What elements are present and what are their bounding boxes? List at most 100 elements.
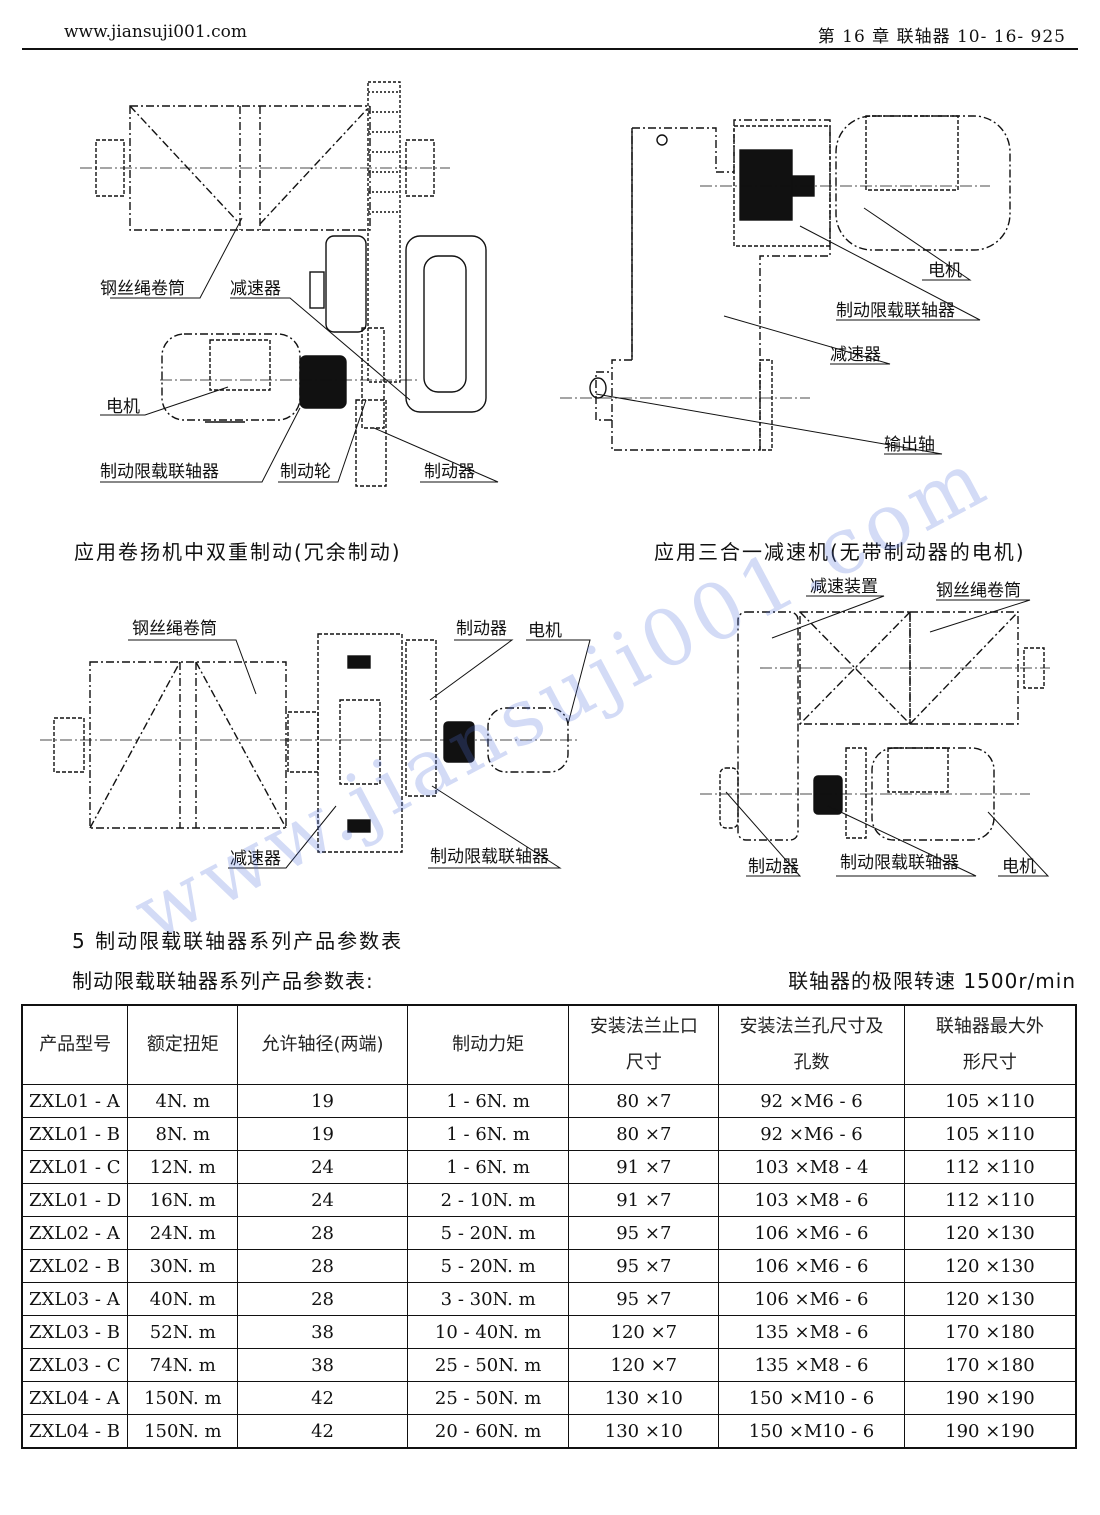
table-cell: 1 - 6N. m: [406, 1084, 570, 1118]
table-header-cell: 制动力矩: [406, 1004, 570, 1085]
table-cell: 80 ×7: [568, 1084, 720, 1118]
table-header-row: 产品型号额定扭矩允许轴径(两端)制动力矩安装法兰止口尺寸安装法兰孔尺寸及孔数联轴…: [21, 1004, 1077, 1085]
technical-drawings: 钢丝绳卷筒 减速器 电机 制动限载联轴器 制动轮 制动器 电机 制动限载联轴器 …: [40, 81, 1050, 877]
figure4-drawing: [700, 611, 1050, 841]
table-cell: 16N. m: [127, 1183, 239, 1217]
figure3-drawing: [40, 633, 580, 853]
fig4-label-motor: 电机: [1002, 857, 1036, 877]
table-cell: ZXL01 - C: [21, 1150, 129, 1184]
table-cell: 95 ×7: [568, 1216, 720, 1250]
table-header-text: 制动力矩: [452, 1034, 525, 1055]
fig2-label-motor: 电机: [928, 261, 962, 281]
table-cell: 103 ×M8 - 4: [718, 1150, 905, 1184]
table-header-cell: 安装法兰止口尺寸: [568, 1004, 720, 1085]
table-cell: 135 ×M8 - 6: [718, 1348, 905, 1382]
fig1-label-brake-wheel: 制动轮: [280, 462, 331, 482]
table-header-cell: 安装法兰孔尺寸及孔数: [718, 1004, 905, 1085]
table-cell: ZXL01 - B: [21, 1117, 129, 1151]
table-cell: 120 ×130: [903, 1249, 1077, 1283]
fig3-label-brake: 制动器: [456, 619, 507, 639]
table-cell: 91 ×7: [568, 1183, 720, 1217]
table-subtitle: 制动限载联轴器系列产品参数表:: [72, 969, 374, 993]
table-header-cell: 联轴器最大外形尺寸: [903, 1004, 1077, 1085]
table-header-text: 额定扭矩: [146, 1034, 219, 1055]
fig1-label-brake: 制动器: [424, 462, 475, 482]
table-cell: 38: [237, 1315, 408, 1349]
table-cell: 24N. m: [127, 1216, 239, 1250]
table-cell: ZXL02 - B: [21, 1249, 129, 1283]
table-cell: 130 ×10: [568, 1381, 720, 1415]
table-cell: 105 ×110: [903, 1084, 1077, 1118]
table-cell: 92 ×M6 - 6: [718, 1084, 905, 1118]
fig3-label-motor: 电机: [528, 621, 562, 641]
table-cell: 112 ×110: [903, 1150, 1077, 1184]
table-cell: 190 ×190: [903, 1381, 1077, 1415]
table-cell: 42: [237, 1414, 408, 1449]
fig4-label-coupling: 制动限载联轴器: [840, 853, 959, 873]
table-cell: 25 - 50N. m: [406, 1348, 570, 1382]
table-cell: 28: [237, 1249, 408, 1283]
table-cell: 28: [237, 1216, 408, 1250]
table-cell: 112 ×110: [903, 1183, 1077, 1217]
table-cell: 5 - 20N. m: [406, 1249, 570, 1283]
table-cell: 19: [237, 1117, 408, 1151]
table-cell: 150N. m: [127, 1414, 239, 1449]
fig4-label-reduction-device: 减速装置: [810, 577, 878, 597]
table-cell: ZXL03 - C: [21, 1348, 129, 1382]
table-cell: ZXL02 - A: [21, 1216, 129, 1250]
fig4-label-brake: 制动器: [748, 857, 799, 877]
table-header-text: 产品型号: [39, 1034, 112, 1055]
speed-limit-note: 联轴器的极限转速 1500r/min: [788, 969, 1076, 993]
table-cell: 91 ×7: [568, 1150, 720, 1184]
leader-lines: [100, 207, 1050, 877]
table-cell: 25 - 50N. m: [406, 1381, 570, 1415]
fig2-label-coupling: 制动限载联轴器: [836, 301, 955, 321]
table-cell: 95 ×7: [568, 1282, 720, 1316]
table-cell: ZXL04 - A: [21, 1381, 129, 1415]
fig3-label-coupling: 制动限载联轴器: [430, 847, 549, 867]
table-cell: 170 ×180: [903, 1348, 1077, 1382]
fig2-label-output-shaft: 输出轴: [884, 435, 935, 455]
table-cell: 105 ×110: [903, 1117, 1077, 1151]
header-website: www.jiansuji001.com: [64, 22, 247, 42]
table-cell: 190 ×190: [903, 1414, 1077, 1449]
table-cell: 130 ×10: [568, 1414, 720, 1449]
table-cell: 38: [237, 1348, 408, 1382]
table-cell: ZXL01 - A: [21, 1084, 129, 1118]
table-cell: ZXL01 - D: [21, 1183, 129, 1217]
table-cell: 150 ×M10 - 6: [718, 1381, 905, 1415]
table-cell: 52N. m: [127, 1315, 239, 1349]
fig4-label-drum: 钢丝绳卷筒: [936, 581, 1021, 601]
table-cell: 20 - 60N. m: [406, 1414, 570, 1449]
table-header-text: 尺寸: [625, 1052, 662, 1073]
table-header-text: 安装法兰止口: [589, 1016, 698, 1037]
fig1-label-reducer: 减速器: [230, 279, 281, 299]
parameter-table: 产品型号额定扭矩允许轴径(两端)制动力矩安装法兰止口尺寸安装法兰孔尺寸及孔数联轴…: [21, 1004, 1077, 1449]
table-cell: 150N. m: [127, 1381, 239, 1415]
table-cell: 40N. m: [127, 1282, 239, 1316]
table-cell: ZXL04 - B: [21, 1414, 129, 1449]
table-cell: 5 - 20N. m: [406, 1216, 570, 1250]
table-cell: 10 - 40N. m: [406, 1315, 570, 1349]
fig1-label-drum: 钢丝绳卷筒: [100, 279, 185, 299]
table-cell: 4N. m: [127, 1084, 239, 1118]
table-header-text: 孔数: [793, 1052, 830, 1073]
table-cell: 170 ×180: [903, 1315, 1077, 1349]
table-cell: 80 ×7: [568, 1117, 720, 1151]
table-cell: 106 ×M6 - 6: [718, 1216, 905, 1250]
table-cell: 120 ×130: [903, 1282, 1077, 1316]
table-cell: 30N. m: [127, 1249, 239, 1283]
table-cell: ZXL03 - A: [21, 1282, 129, 1316]
table-header-cell: 允许轴径(两端): [237, 1004, 408, 1085]
table-cell: 106 ×M6 - 6: [718, 1249, 905, 1283]
table-cell: 135 ×M8 - 6: [718, 1315, 905, 1349]
fig1-label-coupling: 制动限载联轴器: [100, 462, 219, 482]
